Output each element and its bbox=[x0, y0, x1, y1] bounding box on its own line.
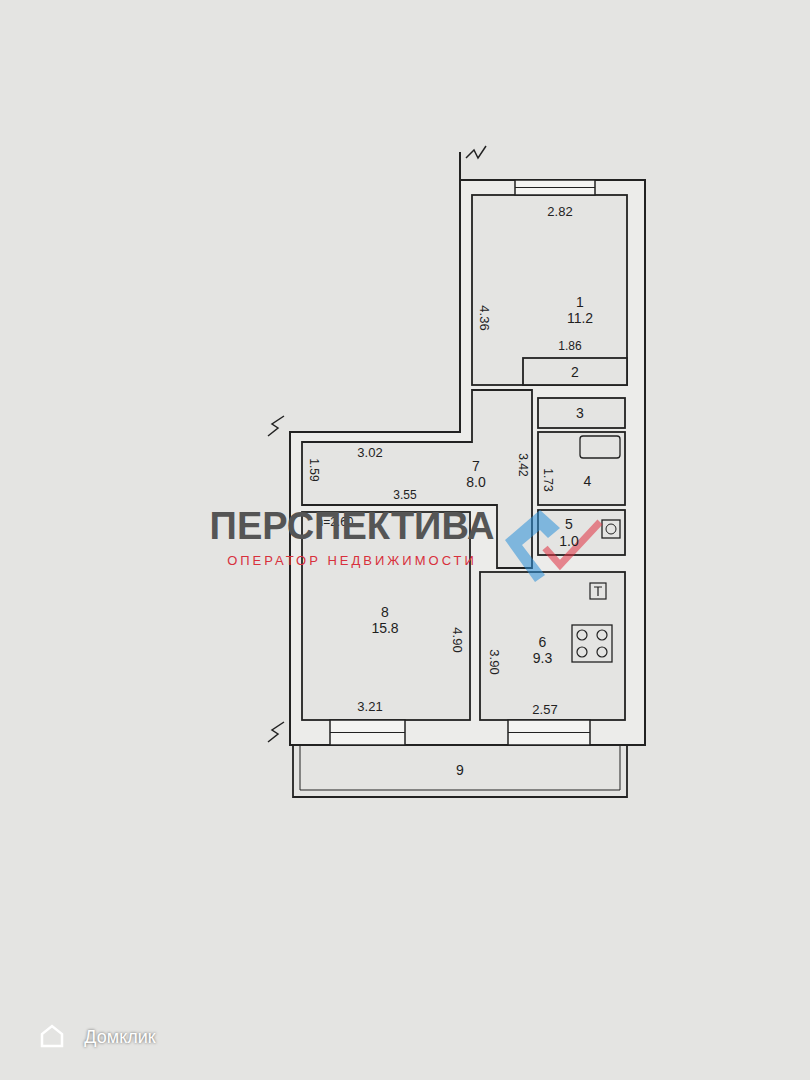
dimension: 4.36 bbox=[477, 305, 491, 330]
burner bbox=[577, 630, 587, 640]
burner bbox=[597, 630, 607, 640]
burner bbox=[597, 647, 607, 657]
room-number: 6 bbox=[539, 634, 547, 650]
room-box: 51.0 bbox=[540, 511, 598, 554]
dimension: 2.57 bbox=[532, 703, 557, 717]
sink-bowl bbox=[606, 524, 616, 534]
heater-box bbox=[590, 583, 606, 599]
dimension: 1.73 bbox=[540, 468, 553, 491]
room-box: 3 bbox=[545, 399, 615, 427]
outer-wall bbox=[290, 152, 645, 745]
dimension: 3.55 bbox=[393, 489, 416, 502]
room-area: 11.2 bbox=[567, 310, 593, 326]
room-number: 9 bbox=[456, 762, 464, 778]
room-number: 5 bbox=[565, 516, 573, 532]
room-number: 4 bbox=[584, 473, 592, 489]
burner bbox=[577, 647, 587, 657]
logo-blue bbox=[505, 510, 560, 582]
dimension: 1.86 bbox=[558, 340, 581, 353]
room-wall bbox=[538, 432, 625, 505]
room-wall bbox=[472, 195, 627, 385]
room-wall bbox=[480, 572, 625, 720]
dimension: 4.90 bbox=[450, 627, 464, 652]
window-pane bbox=[508, 732, 590, 733]
dimension: 3.02 bbox=[357, 446, 382, 460]
room-box: 815.8 bbox=[335, 585, 435, 655]
sink bbox=[602, 520, 620, 538]
room-box: 69.3 bbox=[515, 625, 570, 675]
window bbox=[515, 180, 595, 195]
room-box: 4 bbox=[555, 461, 620, 501]
brand-icon bbox=[42, 1026, 62, 1046]
break-mark bbox=[466, 146, 486, 158]
room-area: 8.0 bbox=[466, 474, 485, 490]
room-number: 1 bbox=[576, 294, 584, 310]
room-number: 7 bbox=[472, 458, 480, 474]
stove bbox=[572, 625, 612, 662]
room-area: 9.3 bbox=[533, 650, 552, 666]
bathtub bbox=[580, 436, 620, 458]
break-mark bbox=[268, 722, 284, 742]
brand-watermark: Домклик bbox=[84, 1028, 155, 1048]
room-area: 15.8 bbox=[371, 620, 398, 636]
room-number: 8 bbox=[381, 604, 389, 620]
watermark: ПЕРСПЕКТИВА bbox=[210, 506, 495, 548]
room-box: 2 bbox=[545, 360, 605, 384]
dimension: 2.82 bbox=[547, 205, 572, 219]
window bbox=[508, 720, 590, 745]
balcony-rail bbox=[293, 745, 627, 797]
room-wall bbox=[538, 398, 625, 428]
balcony-rail bbox=[300, 745, 620, 790]
room-wall bbox=[523, 358, 627, 385]
dimension: 3.90 bbox=[487, 649, 501, 674]
dimension: 3.42 bbox=[515, 453, 528, 476]
heater-mark bbox=[594, 587, 602, 596]
room-area: 1.0 bbox=[559, 533, 578, 549]
window bbox=[330, 720, 405, 745]
room-box: 111.2 bbox=[540, 285, 620, 335]
break-mark bbox=[268, 416, 284, 436]
room-box: 9 bbox=[400, 755, 520, 785]
dimension: 3.21 bbox=[357, 700, 382, 714]
room-number: 2 bbox=[571, 364, 579, 380]
dimension: 1.59 bbox=[306, 458, 319, 481]
window-pane bbox=[515, 187, 595, 188]
room-box: 78.0 bbox=[440, 450, 512, 498]
watermark: ОПЕРАТОР НЕДВИЖИМОСТИ bbox=[227, 554, 477, 568]
window-pane bbox=[330, 732, 405, 733]
room-number: 3 bbox=[576, 405, 584, 421]
